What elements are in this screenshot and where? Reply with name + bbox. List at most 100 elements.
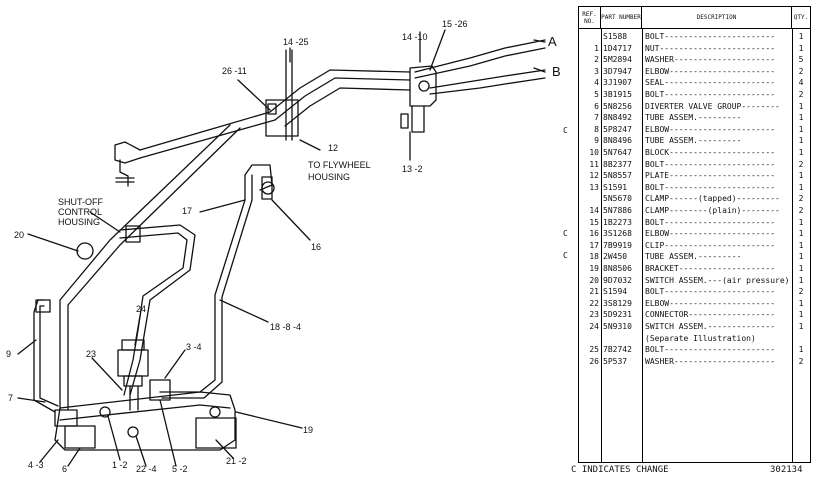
line-to-B	[429, 69, 546, 89]
change-mark: C	[563, 126, 568, 135]
qty-cell: 1	[798, 229, 804, 239]
valve-body	[54, 391, 236, 451]
description-cell: BOLT-----------------------	[645, 345, 776, 355]
line-to-B-inner	[429, 77, 546, 95]
description-cell: ELBOW----------------------	[645, 66, 776, 76]
ref-no-cell: 24	[589, 322, 599, 331]
shutoff-label-2: CONTROL	[58, 207, 102, 217]
column-divider	[642, 29, 643, 462]
parts-row: S1588 BOLT----------------------- 1	[579, 31, 810, 42]
ref-no-cell: 13	[589, 182, 599, 192]
part-number-cell: S1594	[603, 287, 628, 297]
description-cell: BLOCK----------------------	[645, 148, 776, 157]
description-cell: CONNECTOR------------------	[645, 310, 776, 320]
column-divider	[792, 29, 793, 462]
qty-cell: 1	[798, 217, 804, 227]
part-number-cell: 5N8557	[603, 171, 632, 181]
description-cell: ELBOW----------------------	[645, 229, 776, 239]
callout-21-2: 21 -2	[226, 456, 247, 466]
callout-20: 20	[14, 230, 24, 240]
part-number-cell: 5P8247	[603, 124, 632, 134]
ref-no-cell: 22	[589, 298, 599, 308]
qty-cell: 1	[798, 345, 804, 355]
callout-18-8-4: 18 -8 -4	[270, 322, 301, 332]
hydraulic-line-diagram: 15 -26 14 -10 14 -25 26 -11 12 TO FLYWHE…	[6, 19, 561, 474]
shutoff-label-1: SHUT-OFF	[58, 197, 103, 207]
part-number-cell: 5D9231	[603, 310, 632, 320]
part-number-cell: 2W450	[603, 252, 628, 262]
part-number-cell: 5N7886	[603, 206, 632, 215]
callout-7: 7	[8, 393, 13, 403]
ref-no-cell: 10	[589, 148, 599, 157]
parts-row: (Separate Illustration)	[579, 333, 810, 344]
qty-cell: 1	[798, 298, 804, 308]
ref-no-cell: 20	[589, 275, 599, 285]
callout-14-10: 14 -10	[402, 32, 428, 42]
callout-4-3: 4 -3	[28, 460, 44, 470]
line-to-A-inner	[414, 47, 546, 79]
part-number-cell: 3S8129	[603, 298, 632, 308]
qty-cell: 1	[798, 136, 804, 146]
part-number-cell: 7B2742	[603, 345, 632, 355]
description-cell: WASHER---------------------	[645, 356, 776, 366]
qty-cell: 5	[798, 55, 804, 65]
description-cell: TUBE ASSEM.---------	[645, 252, 742, 262]
qty-cell: 1	[798, 182, 804, 192]
qty-cell: 2	[798, 90, 804, 99]
qty-cell: 1	[798, 32, 804, 41]
description-cell: PLATE----------------------	[645, 171, 776, 181]
qty-cell: 1	[798, 124, 804, 134]
description-cell: BOLT-----------------------	[645, 32, 776, 41]
ref-no-cell: 2	[594, 55, 599, 65]
qty-cell: 2	[798, 356, 804, 366]
ref-no-cell: 16	[589, 229, 599, 239]
callout-1-2: 1 -2	[112, 460, 128, 470]
callout-26-11: 26 -11	[222, 66, 247, 76]
qty-cell: 1	[798, 322, 804, 331]
block-10	[409, 65, 437, 107]
label-B: B	[552, 64, 561, 79]
callout-5-2: 5 -2	[172, 464, 188, 474]
qty-cell: 1	[798, 101, 804, 111]
part-number-cell: 8N8506	[603, 264, 632, 273]
qty-cell: 4	[798, 78, 804, 88]
qty-cell: 1	[798, 113, 804, 123]
flywheel-label-2: HOUSING	[308, 172, 350, 182]
ref-no-cell: 18	[589, 252, 599, 262]
description-cell: SEAL-----------------------	[645, 78, 776, 88]
part-number-cell: 5N5670	[603, 194, 632, 204]
part-number-cell: 8B2377	[603, 159, 632, 169]
part-number-cell: 3S1268	[603, 229, 632, 239]
callout-16: 16	[311, 242, 321, 252]
part-number-cell: S1588	[603, 32, 628, 41]
ref-no-cell: 3	[594, 66, 599, 76]
qty-cell: 1	[798, 148, 804, 157]
qty-cell: 2	[798, 66, 804, 76]
part-number-cell: 7B9919	[603, 240, 632, 250]
description-cell: BOLT-----------------------	[645, 182, 776, 192]
header-qty: QTY.	[792, 7, 810, 29]
description-cell: BOLT-----------------------	[645, 217, 776, 227]
ref-no-cell: 9	[594, 136, 599, 146]
description-cell: ELBOW----------------------	[645, 124, 776, 134]
ref-no-cell: 5	[594, 90, 599, 99]
flywheel-label-1: TO FLYWHEEL	[308, 160, 371, 170]
